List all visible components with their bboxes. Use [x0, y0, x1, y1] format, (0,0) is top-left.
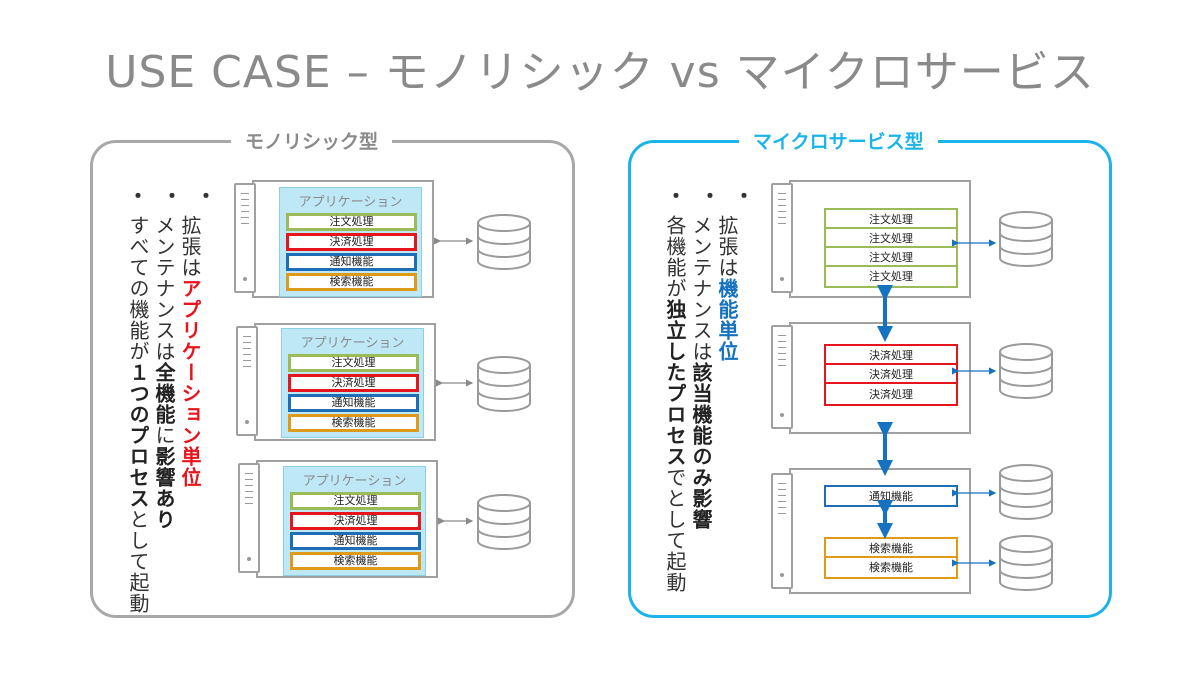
micro-line1-a: 拡張は: [715, 215, 739, 278]
micro-line2-b: 該当機能のみ影響: [689, 362, 713, 530]
module-notify: 通知機能: [288, 394, 419, 412]
micro-line1-b: 機能単位: [715, 278, 739, 362]
module-payment: 決済処理: [288, 374, 419, 392]
server-rack-icon: [238, 463, 260, 573]
mono-line2-d: 影響あり: [152, 446, 176, 530]
microservice-text-line3: 各機能が独立したプロセスでとして起動: [662, 215, 688, 593]
app-title: アプリケーション: [300, 336, 405, 351]
database-icon: [477, 356, 531, 412]
monolithic-text-line1: 拡張はアプリケーション単位: [177, 215, 203, 488]
mono-line1-a: 拡張は: [178, 215, 202, 278]
payment-cell: 決済処理: [826, 365, 956, 384]
server-rack-icon: [771, 183, 793, 293]
database-icon: [477, 214, 531, 270]
order-cell: 注文処理: [826, 248, 956, 267]
mono-line3-a: すべての機能が: [126, 215, 150, 362]
server-rack-icon: [234, 183, 256, 293]
mono-line2-c: に: [152, 425, 176, 446]
microservice-text-line1: 拡張は機能単位: [714, 215, 740, 362]
database-icon: [999, 211, 1053, 267]
mono-app-3: アプリケーション 注文処理 決済処理 通知機能 検索機能: [283, 466, 426, 576]
module-search: 検索機能: [288, 414, 419, 432]
microservice-dots: ・・・: [666, 184, 768, 208]
module-payment: 決済処理: [290, 512, 421, 530]
app-title: アプリケーション: [298, 195, 403, 210]
payment-cell: 決済処理: [869, 388, 913, 401]
server-rack-icon: [236, 326, 258, 436]
search-cell: 検索機能: [869, 561, 913, 574]
slide-title: USE CASE – モノリシック vs マイクロサービス: [105, 47, 1095, 98]
mono-line3-c: として起動: [126, 509, 150, 614]
monolithic-dots: ・・・: [128, 184, 230, 208]
server-rack-icon: [771, 325, 793, 429]
module-payment: 決済処理: [286, 233, 417, 251]
module-search: 検索機能: [290, 552, 421, 570]
database-icon: [999, 343, 1053, 399]
database-icon: [999, 535, 1053, 591]
mono-line1-b: アプリケーション単位: [178, 278, 202, 488]
monolithic-text-line3: すべての機能が１つのプロセスとして起動: [125, 215, 151, 614]
server-rack-icon: [771, 473, 793, 589]
mono-line2-b: 全機能: [152, 362, 176, 425]
module-notify: 通知機能: [290, 532, 421, 550]
module-notify: 通知機能: [286, 253, 417, 271]
module-search: 検索機能: [286, 273, 417, 291]
micro-line3-b: 独立したプロセス: [663, 299, 687, 467]
order-cell: 注文処理: [869, 270, 913, 283]
module-order: 注文処理: [290, 492, 421, 510]
monolithic-text-line2: メンテナンスは全機能に影響あり: [151, 215, 177, 530]
micro-line3-c: でとして起動: [663, 467, 687, 593]
order-cell: 注文処理: [826, 210, 956, 229]
micro-line3-a: 各機能が: [663, 215, 687, 299]
monolithic-label: モノリシック型: [231, 127, 393, 154]
notify-cell: 通知機能: [869, 490, 913, 503]
mono-line2-a: メンテナンスは: [152, 215, 176, 362]
database-icon: [999, 464, 1053, 520]
module-order: 注文処理: [286, 213, 417, 231]
mono-app-2: アプリケーション 注文処理 決済処理 通知機能 検索機能: [281, 328, 424, 438]
order-cell: 注文処理: [826, 229, 956, 248]
database-icon: [477, 494, 531, 550]
microservice-text-line2: メンテナンスは該当機能のみ影響: [688, 215, 714, 530]
mono-app-1: アプリケーション 注文処理 決済処理 通知機能 検索機能: [279, 187, 422, 297]
payment-service-stack: 決済処理 決済処理 決済処理: [824, 344, 958, 406]
mono-line3-b: １つのプロセス: [126, 362, 150, 509]
module-order: 注文処理: [288, 354, 419, 372]
payment-cell: 決済処理: [826, 346, 956, 365]
search-cell: 検索機能: [826, 539, 956, 558]
app-title: アプリケーション: [302, 474, 407, 489]
microservice-label: マイクロサービス型: [739, 127, 938, 154]
micro-line2-a: メンテナンスは: [689, 215, 713, 362]
